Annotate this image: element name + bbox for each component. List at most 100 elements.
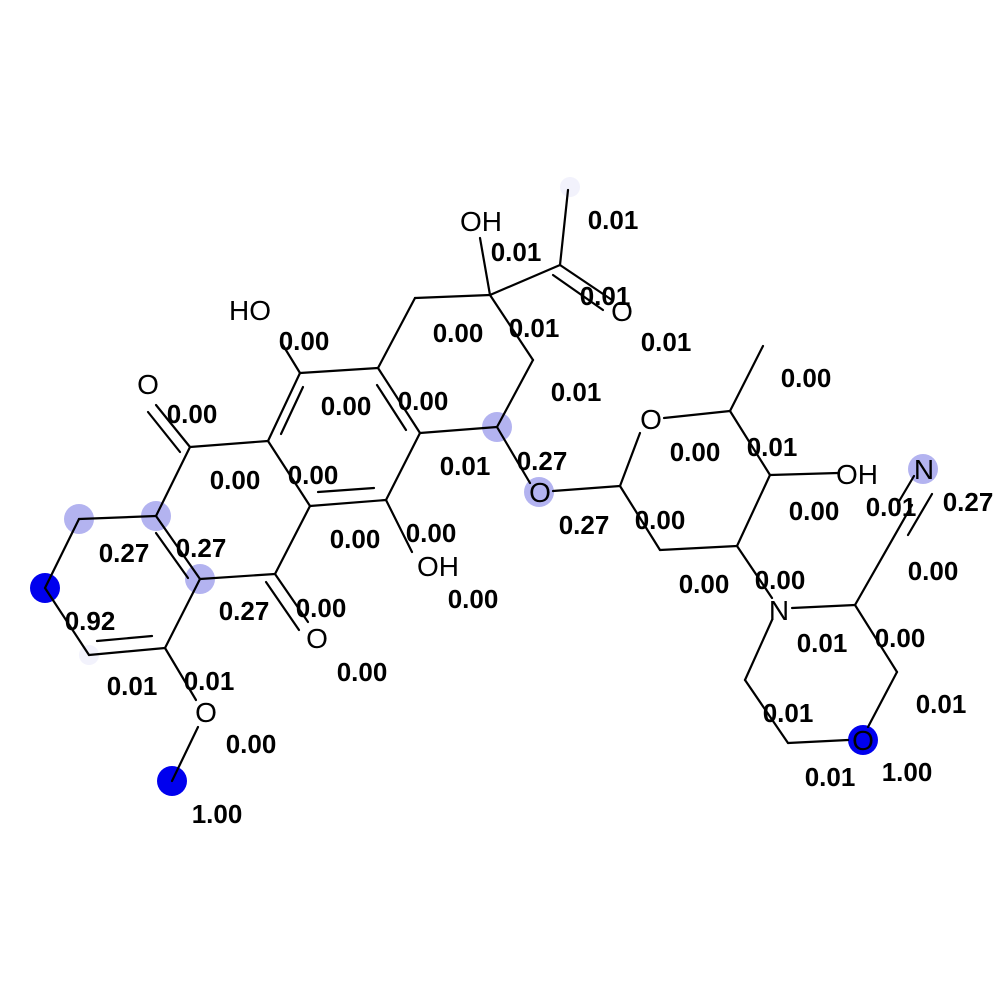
score-label: 0.00 (670, 437, 721, 467)
score-label: 0.00 (448, 584, 499, 614)
atom-label-o-glyco: O (529, 477, 551, 508)
score-label: 0.92 (65, 606, 116, 636)
atom-label-o-methoxy: O (195, 697, 217, 728)
score-label: 0.27 (99, 538, 150, 568)
bond (384, 431, 422, 502)
score-label: 0.01 (509, 313, 560, 343)
score-label: 0.00 (398, 386, 449, 416)
highlight-o-glyco (524, 477, 554, 507)
score-label: 0.00 (781, 363, 832, 393)
bond (853, 603, 899, 674)
score-label: 0.27 (559, 510, 610, 540)
bond (316, 486, 376, 494)
bond (43, 517, 81, 590)
bond (43, 586, 91, 657)
score-label: 0.01 (440, 451, 491, 481)
bond (558, 263, 614, 302)
score-label: 0.27 (517, 446, 568, 476)
highlight-nitrile-n (908, 454, 938, 484)
score-label: 0.01 (184, 666, 235, 696)
atom-label-o-ketone-top: O (137, 369, 159, 400)
bond (146, 410, 182, 454)
bond (618, 484, 662, 552)
bond (662, 409, 732, 420)
bond (376, 366, 422, 435)
score-label: 0.00 (321, 391, 372, 421)
score-label: 0.27 (943, 487, 994, 517)
bond (728, 344, 765, 413)
score-label: 0.00 (908, 556, 959, 586)
bond (188, 439, 270, 449)
score-label: 0.00 (755, 565, 806, 595)
score-label: 0.00 (330, 524, 381, 554)
bond (418, 425, 499, 435)
atom-label-oh-sugar: OH (836, 459, 878, 490)
atom-label-o-morpholine: O (852, 725, 874, 756)
bond (273, 504, 312, 576)
bond (786, 738, 850, 745)
bond (154, 531, 190, 580)
score-label: 0.00 (296, 593, 347, 623)
bond (488, 263, 562, 297)
bond (163, 646, 198, 702)
bond (95, 634, 154, 643)
bond (866, 670, 899, 729)
score-label: 0.00 (210, 465, 261, 495)
bond (743, 678, 790, 745)
bond (376, 296, 417, 370)
bond (77, 514, 158, 521)
bond (768, 471, 840, 477)
score-label: 0.00 (279, 326, 330, 356)
bond (87, 646, 167, 657)
bond (266, 371, 302, 443)
score-label: 0.01 (805, 762, 856, 792)
atom-label-oh-bottom: OH (417, 551, 459, 582)
highlight-morpholine-o (848, 725, 878, 755)
bond (154, 403, 192, 449)
bond (735, 473, 772, 548)
score-label: 1.00 (882, 757, 933, 787)
score-label: 0.00 (226, 729, 277, 759)
bond (558, 188, 570, 267)
bond (728, 409, 772, 477)
bond (266, 439, 312, 508)
atom-label-o-acetyl: O (611, 296, 633, 327)
bond (618, 431, 642, 488)
bond (273, 572, 310, 624)
atom-label-n-morpholine: N (769, 595, 789, 626)
score-label: 0.00 (679, 569, 730, 599)
bond (170, 725, 200, 783)
bond (743, 618, 774, 682)
score-label: 0.01 (763, 698, 814, 728)
bond (198, 572, 277, 581)
bond (478, 236, 492, 297)
atom-label-o-ketone-bottom: O (306, 623, 328, 654)
score-label: 0.01 (641, 327, 692, 357)
atom-label-ho-left: HO (229, 295, 271, 326)
highlight-methyl-top (560, 177, 580, 197)
bond (384, 498, 414, 554)
score-label: 0.00 (167, 399, 218, 429)
score-label: 0.01 (747, 432, 798, 462)
bond (853, 503, 914, 607)
bond (308, 498, 388, 508)
bond (896, 474, 916, 505)
score-label: 0.01 (916, 689, 967, 719)
bond (375, 383, 408, 432)
bond (163, 577, 202, 650)
score-label: 0.01 (491, 237, 542, 267)
score-label: 0.00 (288, 460, 339, 490)
bond (906, 492, 934, 537)
score-label: 0.01 (797, 628, 848, 658)
bond (279, 340, 302, 375)
bond (413, 293, 492, 300)
atom-labels: OH HO O O O O OH N N O OH O O (137, 206, 934, 756)
score-label: 0.01 (551, 377, 602, 407)
bonds (43, 188, 934, 783)
score-label: 0.00 (789, 496, 840, 526)
bond (495, 358, 535, 429)
score-label: 0.00 (635, 505, 686, 535)
atom-label-oh-top: OH (460, 206, 502, 237)
bond (790, 603, 857, 610)
